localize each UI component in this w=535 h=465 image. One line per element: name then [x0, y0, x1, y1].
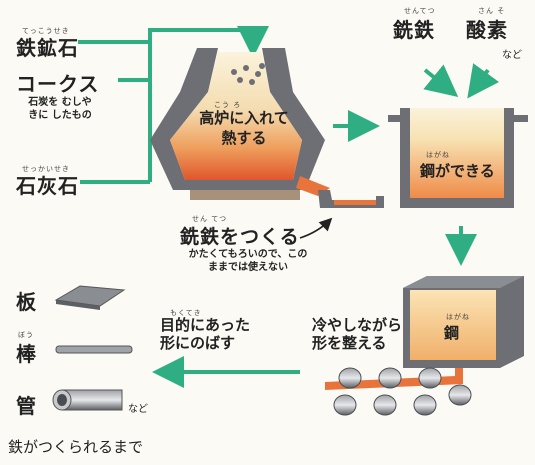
rollers: [333, 367, 472, 416]
limestone-label: 石灰石: [16, 174, 79, 198]
product-rod-label: 棒: [16, 342, 37, 366]
converter-label-ruby: はがね: [426, 151, 450, 159]
converter-label: 鋼ができる: [420, 162, 495, 180]
converter-etc: など: [502, 50, 522, 61]
product-rod-ruby: ぼう: [18, 331, 34, 339]
blast-furnace-ruby: こう ろ: [214, 101, 242, 109]
purpose-ruby: もくてき: [170, 309, 202, 317]
pig-iron-note: かたくてもろいので、このままでは使えない: [188, 249, 308, 273]
iron-ore-label: 鉄鉱石: [16, 36, 79, 60]
diagram-caption: 鉄がつくられるまで: [8, 438, 144, 456]
steel-ruby: はがね: [446, 313, 470, 321]
pig-iron-label: 銑鉄をつくる: [180, 226, 300, 248]
limestone-ruby: せっかいせき: [22, 165, 70, 173]
raw-material-connector: [78, 26, 269, 184]
arrow-oxygen-input: [467, 63, 500, 99]
steel-converter: [388, 108, 528, 208]
steel-label: 鋼: [444, 324, 460, 342]
purpose-label: 目的にあった 形にのばす: [160, 316, 251, 352]
converter-input2-ruby: さん そ: [478, 7, 506, 15]
coke-note: 石炭を むしやきに したもの: [28, 97, 92, 121]
iron-ore-ruby: てっこうせき: [22, 27, 70, 35]
pig-iron-ruby: せん てつ: [192, 215, 228, 223]
product-plate: [54, 285, 126, 310]
pig-iron-pointer: [299, 217, 333, 239]
blast-furnace: [150, 48, 384, 208]
coke-label: コークス: [16, 72, 100, 96]
converter-input2-label: 酸素: [466, 18, 508, 42]
product-pipe-label: 管: [16, 394, 37, 418]
products-etc: など: [128, 404, 148, 415]
product-pipe: [52, 389, 123, 411]
arrow-pig-iron-input: [423, 64, 459, 98]
converter-input1-label: 銑鉄: [393, 18, 435, 42]
rolling-mill: [325, 276, 524, 416]
blast-furnace-label: 高炉に入れて 熱する: [199, 109, 289, 147]
converter-input1-ruby: せんてつ: [404, 7, 436, 15]
product-rod: [55, 345, 133, 354]
product-plate-label: 板: [16, 290, 37, 314]
rolling-process-label: 冷やしながら 形を整える: [312, 316, 403, 352]
